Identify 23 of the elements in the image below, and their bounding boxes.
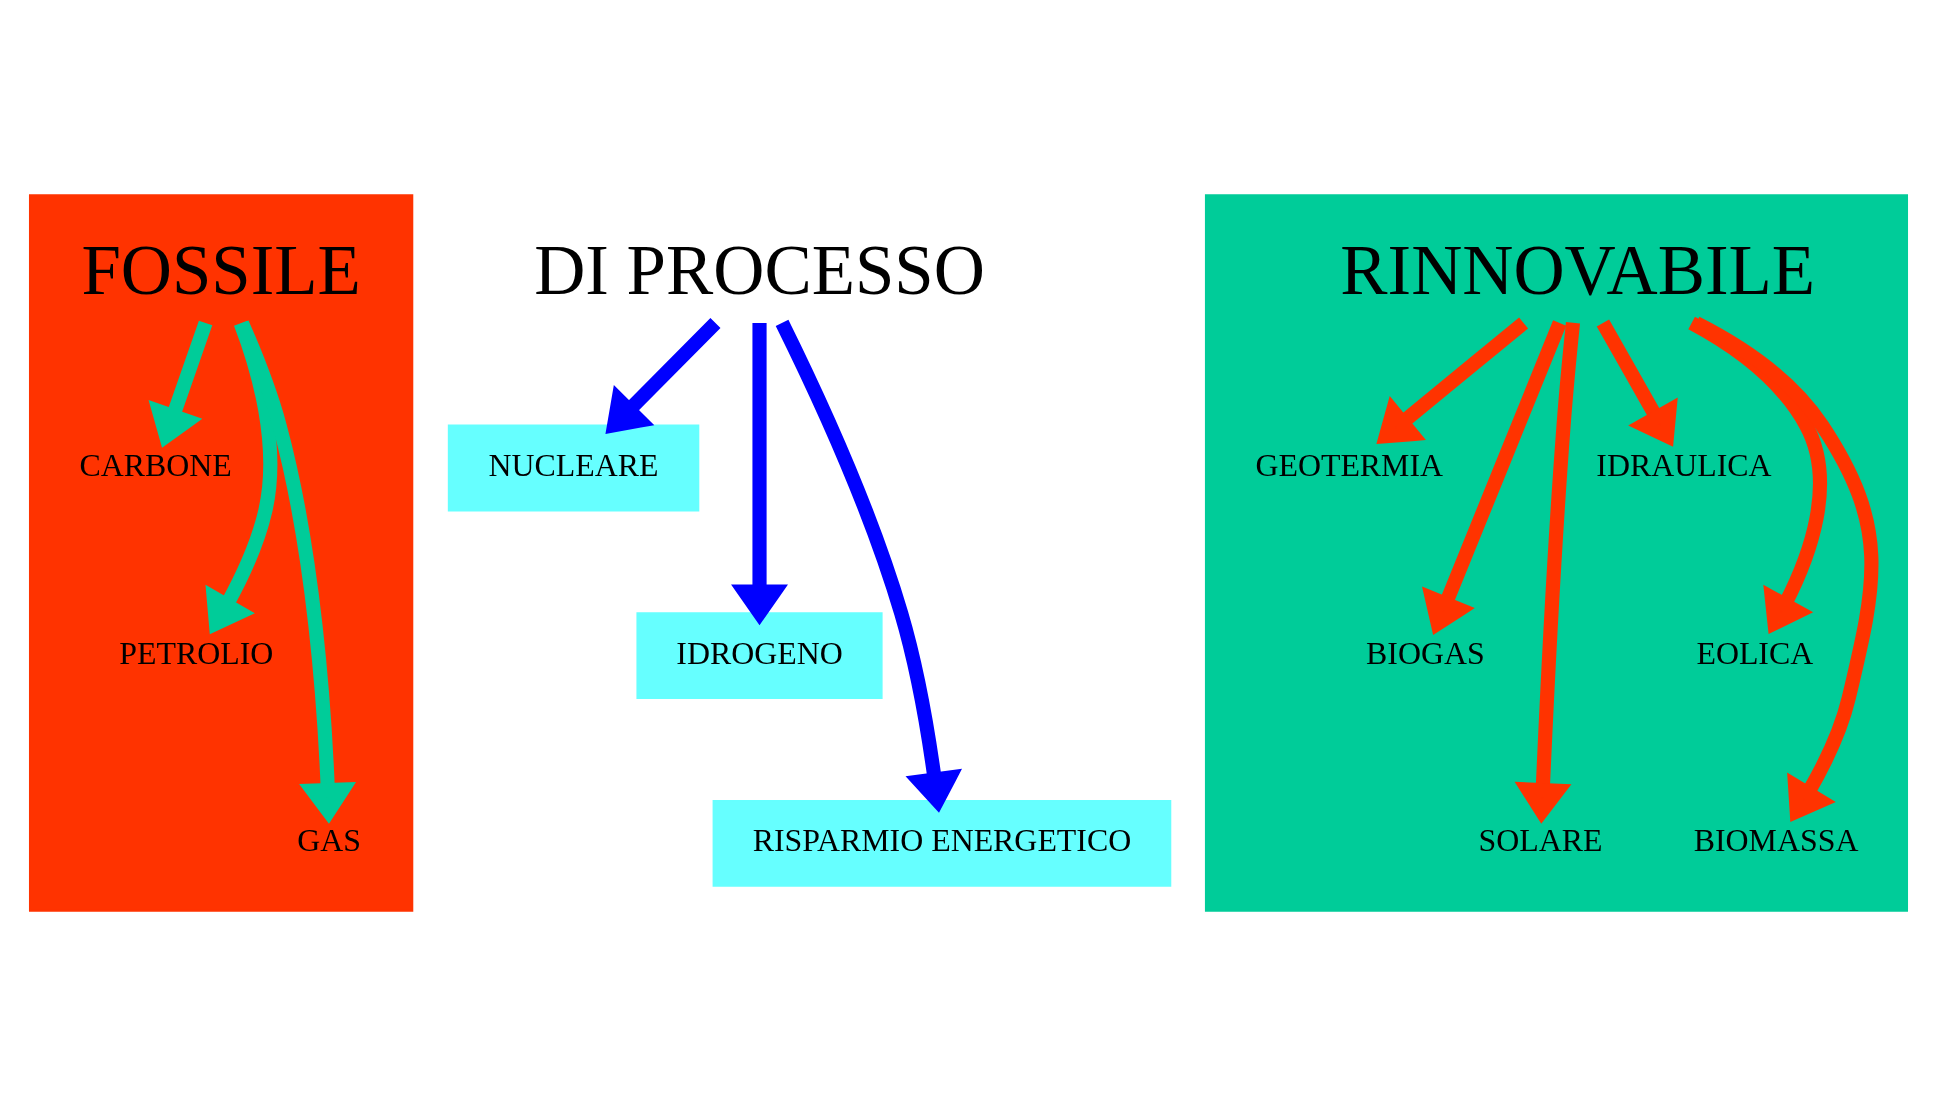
arrow — [1514, 322, 1581, 824]
arrow — [605, 318, 721, 435]
arrow — [205, 320, 278, 635]
arrow — [775, 319, 962, 813]
arrow — [1422, 320, 1567, 635]
node-text: CARBONE — [79, 447, 232, 483]
node-text: PETROLIO — [119, 635, 274, 671]
node-box: NUCLEARE — [447, 424, 700, 512]
node-text: SOLARE — [1478, 823, 1603, 859]
node-text: BIOGAS — [1366, 635, 1485, 671]
arrow — [1376, 317, 1529, 444]
node-text: EOLICA — [1696, 635, 1814, 671]
node-text: BIOMASSA — [1693, 823, 1859, 859]
node-text: GAS — [297, 823, 362, 859]
node-text: IDRAULICA — [1596, 447, 1772, 483]
node-box: RISPARMIO ENERGETICO — [712, 800, 1172, 887]
arrow — [1596, 319, 1678, 447]
node-box: IDROGENO — [636, 612, 883, 700]
node-text: DI PROCESSO — [534, 231, 985, 310]
arrow — [1688, 316, 1827, 635]
node-text: GEOTERMIA — [1255, 447, 1444, 483]
arrow — [731, 323, 788, 626]
arrow — [148, 320, 213, 448]
